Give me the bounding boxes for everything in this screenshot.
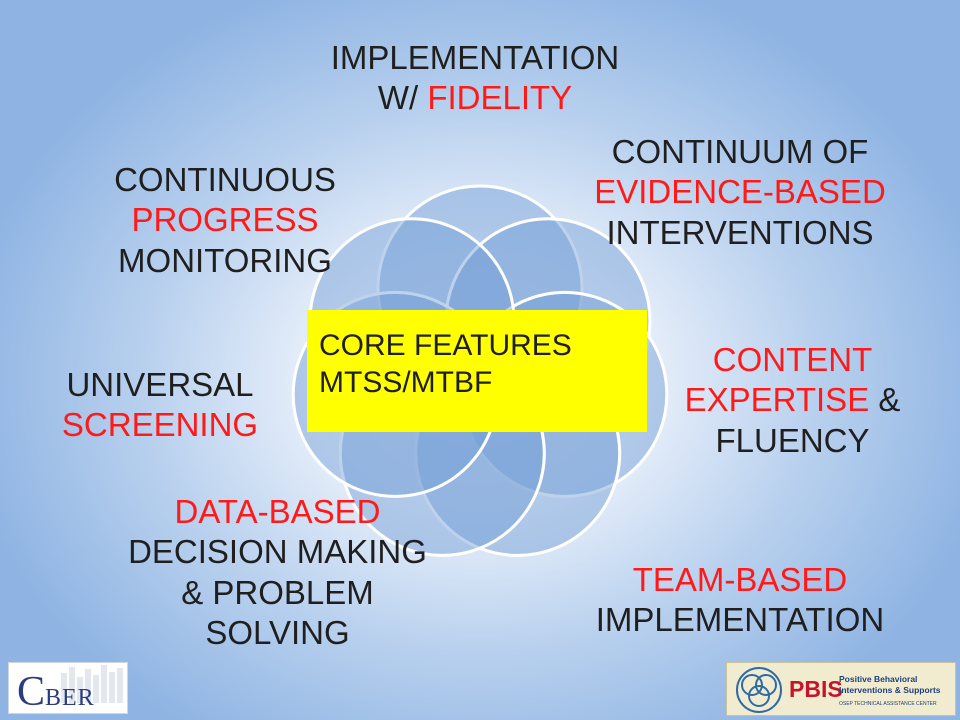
implementation-line1: IMPLEMENTATION: [330, 39, 620, 76]
data-line2: DECISION MAKING: [128, 533, 427, 571]
core-features-line2: MTSS/MTBF: [319, 365, 493, 399]
continuum-line3: INTERVENTIONS: [606, 213, 874, 251]
pbis-sub-line3: OSEP TECHNICAL ASSISTANCE CENTER: [839, 701, 937, 707]
cber-bars-graphic: [61, 665, 123, 703]
cber-logo: CBER: [8, 662, 128, 714]
pbis-title: PBIS: [789, 676, 843, 702]
cber-rest: BER: [45, 685, 95, 711]
expertise-highlight: EXPERTISE: [684, 381, 870, 419]
continuous-line1: CONTINUOUS: [114, 161, 336, 198]
evidence-based-highlight: EVIDENCE-BASED: [594, 173, 886, 211]
data-line4: SOLVING: [205, 613, 350, 651]
core-features-box: CORE FEATURES MTSS/MTBF: [307, 310, 647, 432]
cber-wordmark: CBER: [17, 671, 95, 713]
implementation-prefix: W/: [377, 79, 428, 117]
pbis-logo: PBIS Positive Behavioral Interventions &…: [726, 662, 956, 716]
core-features-line1: CORE FEATURES: [319, 329, 572, 362]
label-team-based: TEAM-BASED IMPLEMENTATION: [555, 560, 925, 641]
expertise-suffix: &: [869, 381, 901, 419]
fidelity-highlight: FIDELITY: [427, 79, 573, 117]
team-based-highlight: TEAM-BASED: [632, 561, 848, 598]
universal-line1: UNIVERSAL: [66, 366, 254, 403]
label-continuous-progress: CONTINUOUS PROGRESS MONITORING: [75, 160, 375, 281]
continuous-line3: MONITORING: [118, 241, 332, 279]
screening-highlight: SCREENING: [61, 406, 259, 444]
label-data-based-decision: DATA-BASED DECISION MAKING & PROBLEM SOL…: [85, 492, 470, 653]
pbis-rings-icon: [736, 667, 782, 713]
label-content-expertise: CONTENT EXPERTISE & FLUENCY: [655, 340, 930, 461]
data-line3: & PROBLEM: [181, 573, 374, 611]
data-based-highlight: DATA-BASED: [174, 493, 381, 530]
cber-initial: C: [17, 669, 46, 714]
content-line3: FLUENCY: [715, 421, 870, 459]
progress-highlight: PROGRESS: [131, 201, 319, 239]
continuum-line1: CONTINUUM OF: [611, 133, 869, 170]
label-implementation-fidelity: IMPLEMENTATION W/ FIDELITY: [300, 38, 650, 119]
label-universal-screening: UNIVERSAL SCREENING: [25, 365, 295, 446]
team-line2: IMPLEMENTATION: [595, 601, 885, 639]
content-highlight: CONTENT: [712, 341, 873, 378]
pbis-sub-line1: Positive Behavioral: [839, 674, 918, 684]
label-continuum-interventions: CONTINUUM OF EVIDENCE-BASED INTERVENTION…: [555, 132, 925, 253]
pbis-sub-line2: Interventions & Supports: [839, 685, 941, 695]
